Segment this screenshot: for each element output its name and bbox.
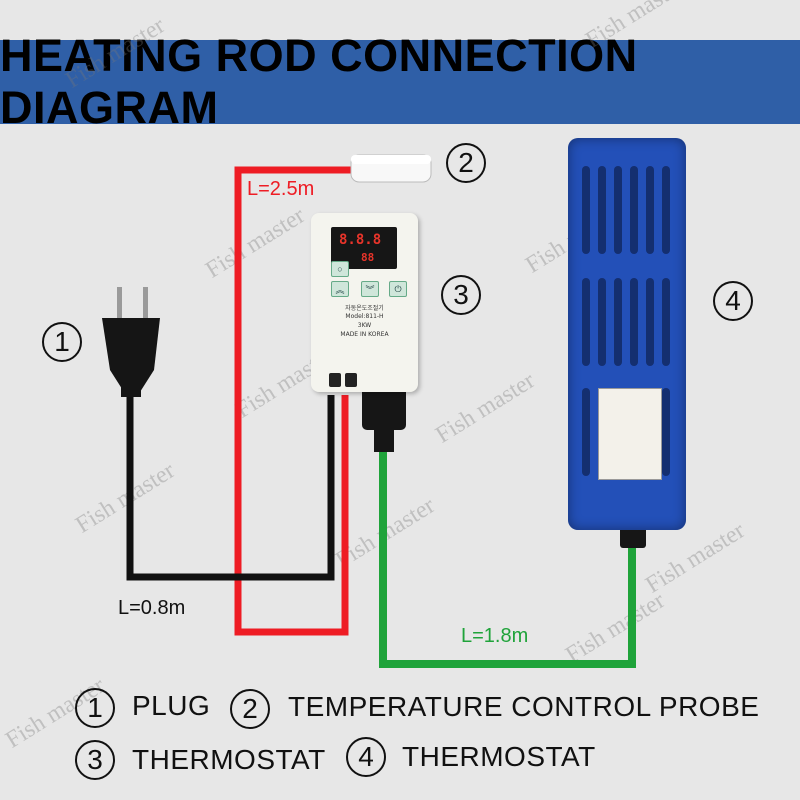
marker-thermostat: 3: [441, 275, 481, 315]
heater-label-sticker: [598, 388, 662, 480]
legend-num-3: 3: [75, 740, 115, 780]
marker-heater: 4: [713, 281, 753, 321]
device-power: 3KW: [311, 322, 418, 329]
legend-num-1: 1: [75, 688, 115, 728]
marker-probe: 2: [446, 143, 486, 183]
device-origin: MADE IN KOREA: [311, 331, 418, 338]
sensor-port: [345, 373, 357, 387]
legend-label-heater: THERMOSTAT: [402, 741, 596, 773]
legend-num-4: 4: [346, 737, 386, 777]
legend-label-thermostat: THERMOSTAT: [132, 744, 326, 776]
sensor-port: [329, 373, 341, 387]
legend-label-probe: TEMPERATURE CONTROL PROBE: [288, 691, 759, 723]
green-wire-length: L=1.8m: [461, 625, 528, 648]
thermostat-device: 8.8.8 88 ○ ︽ ︾ ⏻ 자동온도조절기 Model:811-H 3KW…: [311, 213, 418, 392]
power-button[interactable]: ⏻: [389, 281, 407, 297]
down-button[interactable]: ︾: [361, 281, 379, 297]
temperature-probe: [351, 155, 431, 182]
plug-icon: [102, 287, 160, 397]
black-wire-length: L=0.8m: [118, 597, 185, 620]
up-button[interactable]: ︽: [331, 281, 349, 297]
legend-label-plug: PLUG: [132, 690, 210, 722]
set-button[interactable]: ○: [331, 261, 349, 277]
legend-num-2: 2: [230, 689, 270, 729]
device-model: Model:811-H: [311, 313, 418, 320]
marker-plug: 1: [42, 322, 82, 362]
red-wire-length: L=2.5m: [247, 178, 314, 201]
black-wire: [130, 390, 331, 577]
device-brand: 자동온도조절기: [311, 303, 418, 312]
heating-rod: [568, 138, 686, 530]
